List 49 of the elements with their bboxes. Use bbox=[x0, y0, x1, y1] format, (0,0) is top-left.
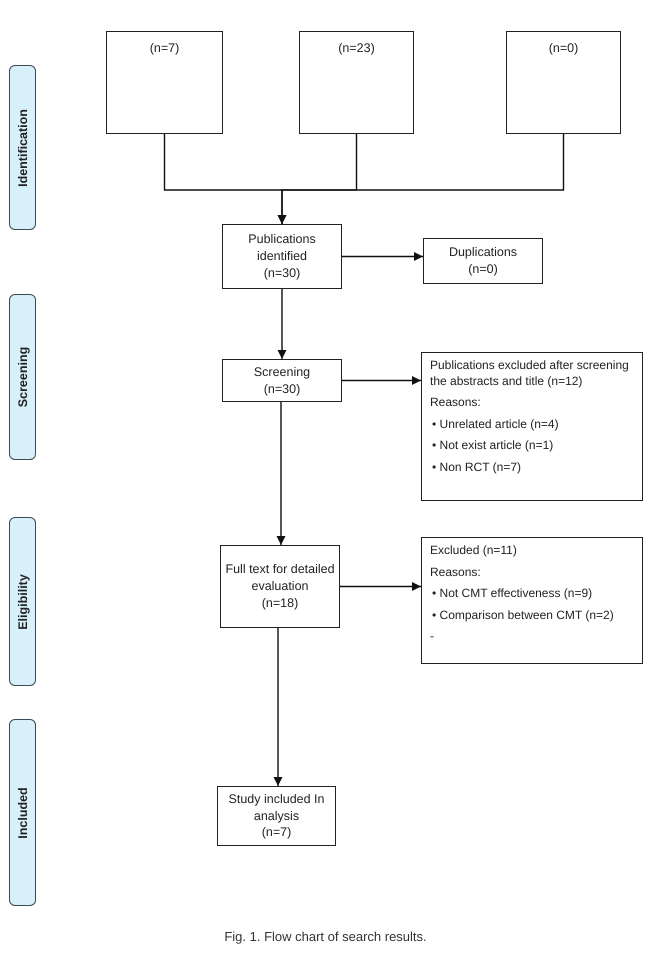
box-title: Publications excluded after screening the abstracts and title (n=12) bbox=[430, 358, 630, 390]
reason-item: • Not exist article (n=1) bbox=[431, 438, 554, 454]
arrow bbox=[342, 376, 421, 385]
box-text: - bbox=[430, 629, 435, 645]
box-title: Full text for detailed evaluation bbox=[224, 561, 336, 595]
box-title: Screening bbox=[254, 364, 310, 380]
arrow bbox=[274, 628, 282, 786]
box-title: (n=23) bbox=[338, 40, 375, 57]
source-box bbox=[299, 31, 414, 134]
box-title: Excluded (n=11) bbox=[430, 543, 518, 559]
box-text: (n=18) bbox=[262, 594, 298, 612]
arrow bbox=[342, 252, 423, 261]
box-text: (n=30) bbox=[264, 380, 300, 398]
figure-caption: Fig. 1. Flow chart of search results. bbox=[224, 929, 427, 944]
arrow bbox=[276, 402, 286, 545]
reason-item: • Unrelated article (n=4) bbox=[431, 416, 560, 432]
box-title: (n=7) bbox=[150, 40, 180, 57]
stage-band bbox=[9, 719, 36, 906]
box-title: (n=0) bbox=[548, 40, 578, 57]
exclusion-box bbox=[421, 352, 643, 501]
box-text: (n=30) bbox=[264, 264, 300, 282]
stage-label: Screening bbox=[16, 346, 30, 408]
stage-band bbox=[9, 517, 36, 686]
process-box bbox=[217, 786, 336, 846]
box-text: (n=0) bbox=[468, 261, 498, 278]
arrow bbox=[278, 134, 564, 224]
box-text: Reasons: bbox=[430, 564, 482, 580]
stage-band bbox=[9, 294, 36, 460]
box-text: (n=7) bbox=[262, 824, 292, 842]
process-box bbox=[423, 238, 543, 284]
arrow bbox=[340, 582, 421, 591]
stage-label: Identification bbox=[16, 108, 30, 186]
box-title: Publications identified bbox=[247, 231, 317, 265]
stage-label: Eligibility bbox=[16, 574, 30, 630]
box-text: Reasons: bbox=[430, 395, 482, 411]
arrow bbox=[278, 289, 286, 359]
box-title: Study included In analysis bbox=[228, 790, 326, 824]
source-box bbox=[506, 31, 621, 134]
stage-label: Included bbox=[16, 786, 30, 838]
reason-item: • Non RCT (n=7) bbox=[431, 460, 522, 476]
stage-band bbox=[9, 65, 36, 230]
reason-item: • Not CMT effectiveness (n=9) bbox=[431, 586, 594, 602]
box-title: Duplications bbox=[448, 244, 518, 261]
process-box bbox=[220, 545, 340, 628]
process-box bbox=[222, 359, 342, 402]
process-box bbox=[222, 224, 342, 289]
exclusion-box bbox=[421, 537, 643, 664]
reason-item: • Comparison between CMT (n=2) bbox=[431, 608, 615, 624]
source-box bbox=[106, 31, 223, 134]
